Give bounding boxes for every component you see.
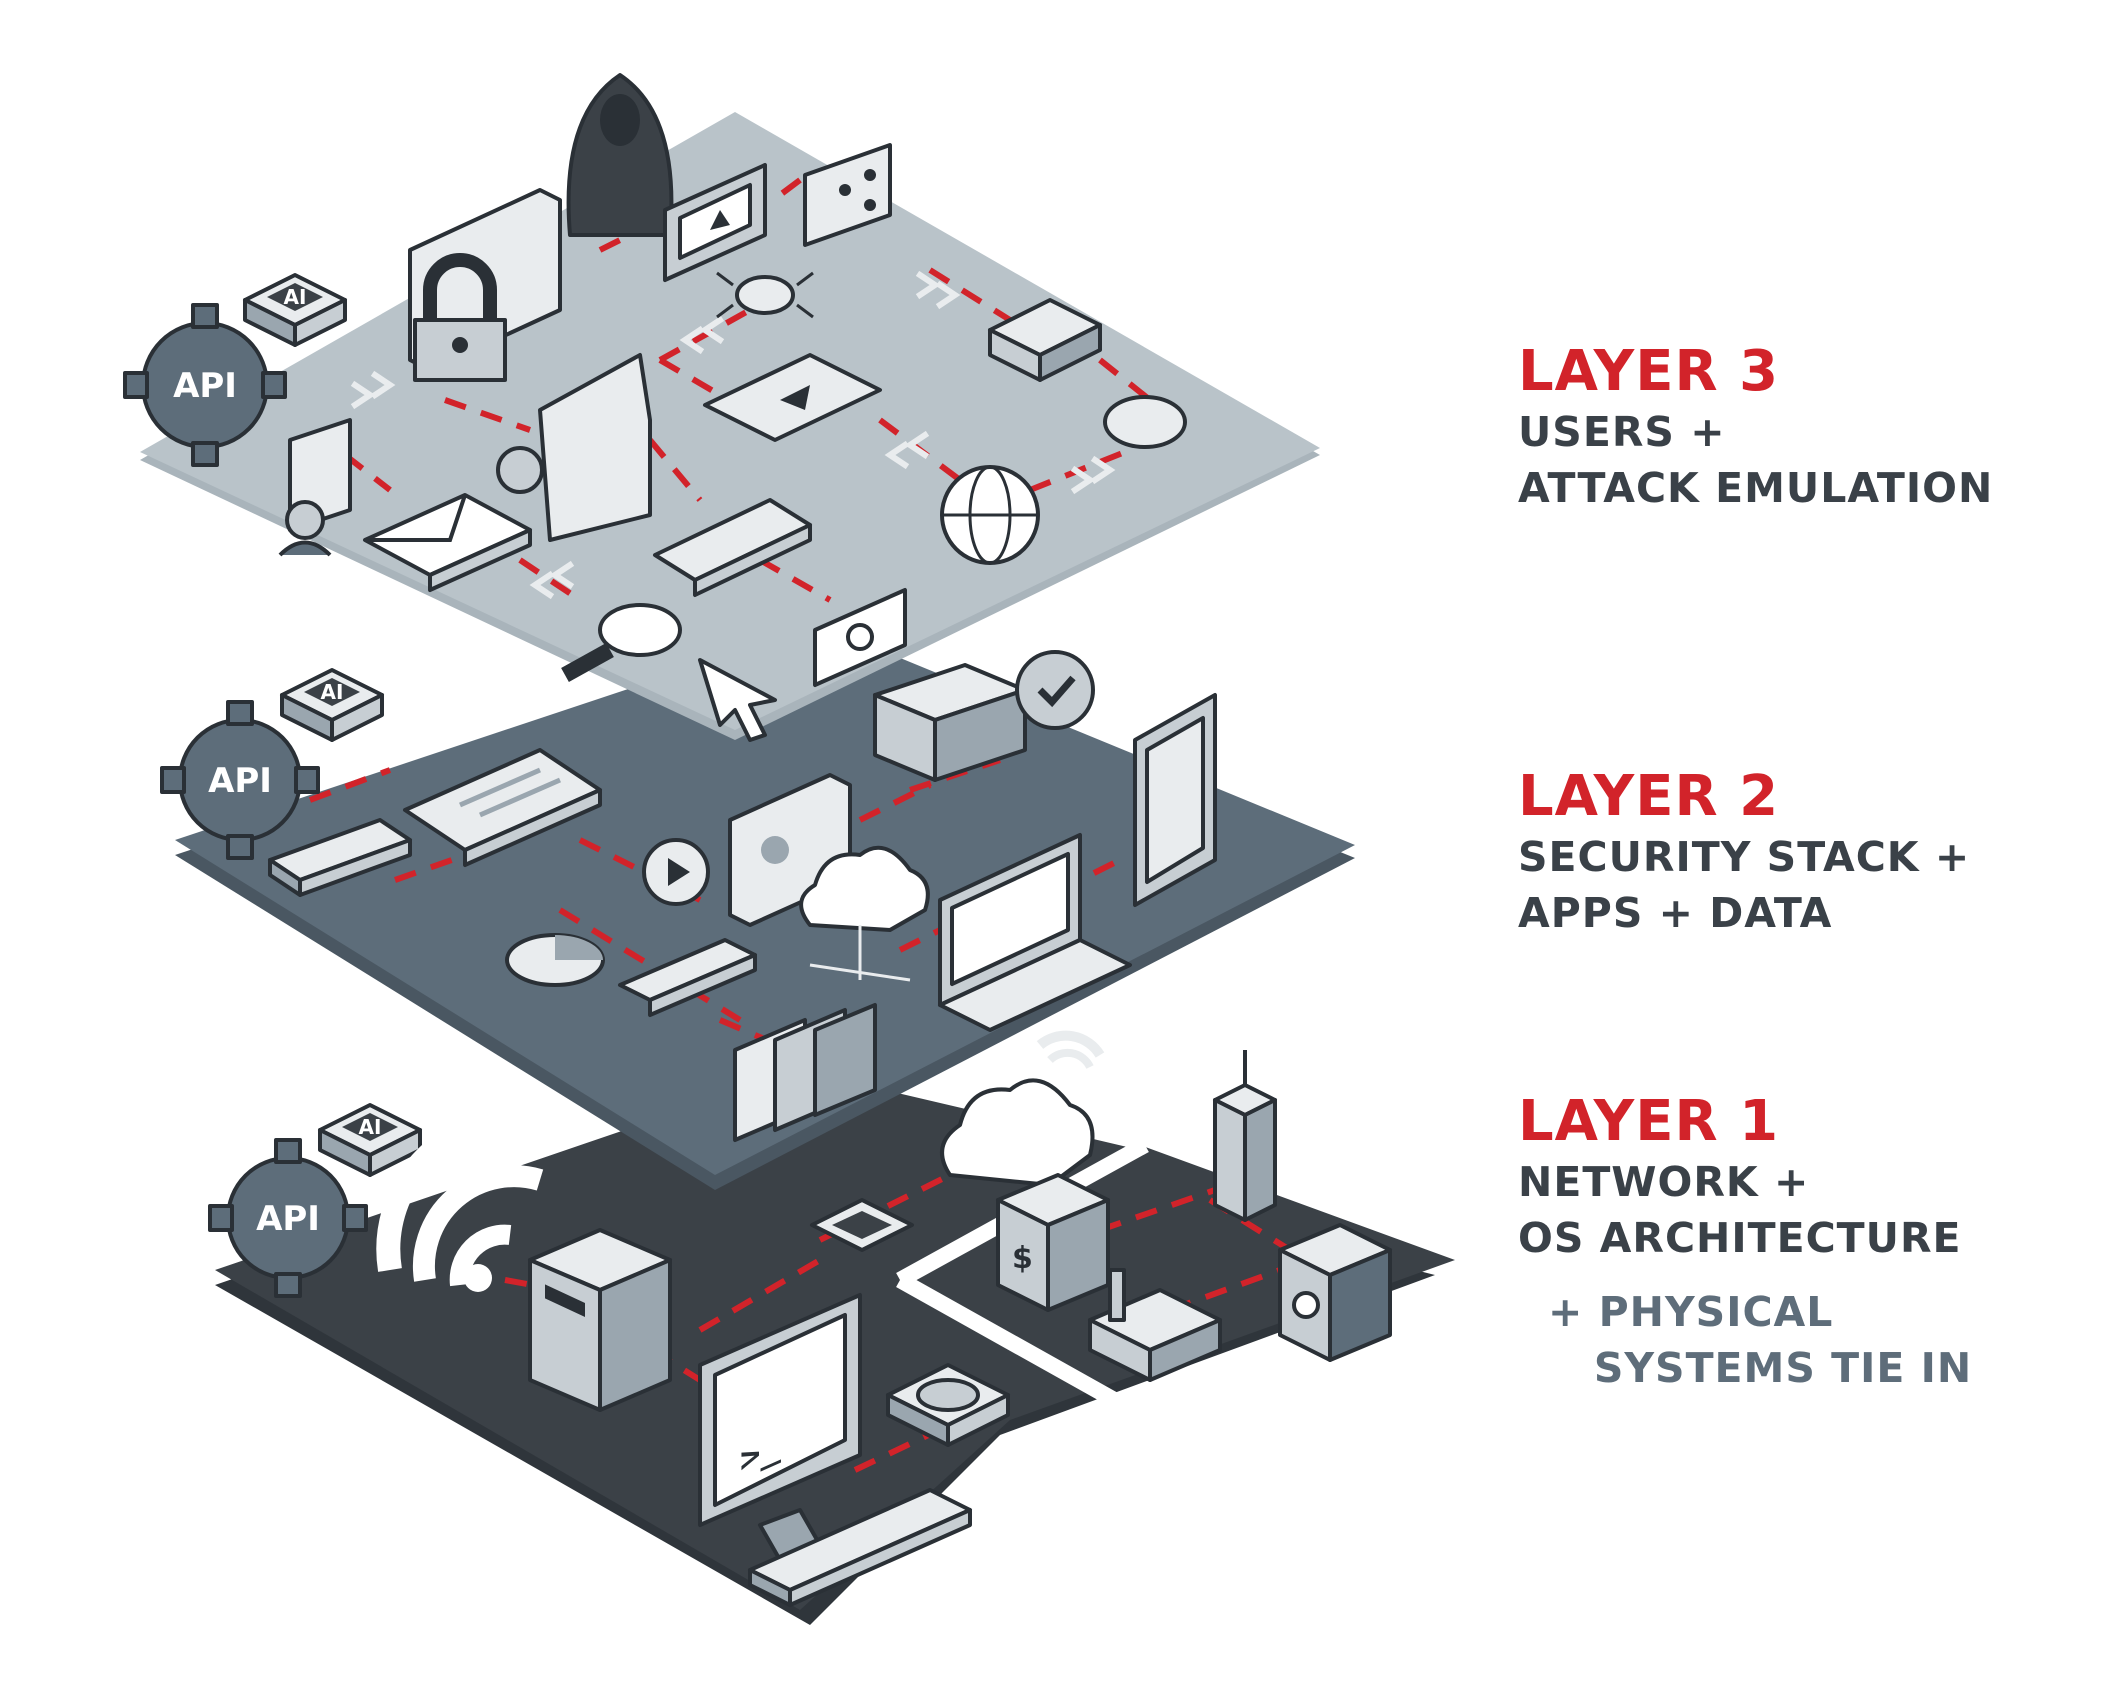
play-button-icon xyxy=(642,838,710,906)
api-gear-label-layer3: API xyxy=(173,366,237,406)
settings-card-icon xyxy=(268,818,412,897)
api-gear-icon-layer2: API xyxy=(160,700,320,860)
ai-chip-icon: AI xyxy=(318,1103,422,1177)
server-box-icon xyxy=(528,1228,672,1412)
ai-chip-icon-layer2: AI xyxy=(280,668,384,742)
printer-icon xyxy=(988,298,1102,382)
safe-icon xyxy=(1278,1223,1392,1362)
layer-3-links xyxy=(343,177,1152,603)
layer-1-extra-line-1: + PHYSICAL xyxy=(1548,1288,1834,1336)
user-search-icon xyxy=(278,500,332,557)
legend-layer-1: LAYER 1 NETWORK + OS ARCHITECTURE + PHYS… xyxy=(1518,1090,1972,1396)
cursor-icon xyxy=(698,658,777,742)
laptop-warning-icon xyxy=(663,163,767,282)
api-gear-label-layer2: API xyxy=(208,761,272,801)
cloud-wifi-icon xyxy=(940,1030,1105,1187)
svg-text:$: $ xyxy=(1012,1241,1033,1276)
wifi-icon xyxy=(376,1107,575,1292)
pie-chart-icon xyxy=(505,933,605,987)
ai-chip-label-layer2: AI xyxy=(321,680,344,704)
api-gear-icon: API xyxy=(208,1138,368,1298)
cpu-chip-icon xyxy=(810,1198,914,1252)
padlock-icon xyxy=(413,253,507,382)
legend-layer-2: LAYER 2 SECURITY STACK + APPS + DATA xyxy=(1518,765,1970,941)
layer-2-line-2: APPS + DATA xyxy=(1518,889,1833,937)
mouse-icon xyxy=(1103,395,1187,449)
magnifier-icon xyxy=(561,603,682,682)
layer-1-title: LAYER 1 xyxy=(1518,1089,1780,1154)
layer-1-extra-line-2: SYSTEMS TIE IN xyxy=(1548,1344,1973,1392)
hard-drive-icon xyxy=(886,1363,1010,1447)
skyscraper-icon xyxy=(1213,1050,1277,1222)
cloud-network-icon xyxy=(799,845,930,982)
api-gear-icon-layer3: API xyxy=(123,303,287,467)
globe-icon xyxy=(940,465,1040,565)
layer-2-title: LAYER 2 xyxy=(1518,764,1780,829)
laptop-chart-icon xyxy=(938,833,1132,1032)
phone-like-icon xyxy=(653,498,812,597)
layer-3-line-2: ATTACK EMULATION xyxy=(1518,464,1994,512)
folder-key-icon xyxy=(496,353,652,542)
ai-chip-label-layer3: AI xyxy=(284,285,307,309)
layer-2-line-1: SECURITY STACK + xyxy=(1518,833,1971,881)
factory-icon xyxy=(1088,1268,1222,1382)
document-icon xyxy=(403,748,602,867)
keyboard-icon xyxy=(748,1488,972,1607)
video-player-icon xyxy=(703,353,882,442)
cash-icon xyxy=(813,588,907,687)
folders-icon xyxy=(733,1003,877,1142)
atm-icon: $ xyxy=(996,1173,1110,1312)
ai-chip-icon-layer3: AI xyxy=(243,273,347,347)
api-gear-label: API xyxy=(256,1199,320,1239)
layer-1-line-1: NETWORK + xyxy=(1518,1158,1810,1206)
hacker-icon xyxy=(566,73,674,237)
flow-chevrons xyxy=(350,270,1116,600)
checkmark-badge-icon xyxy=(1015,650,1095,730)
layer-1-line-2: OS ARCHITECTURE xyxy=(1518,1214,1962,1262)
terminal-window-icon xyxy=(618,938,757,1017)
mobile-list-icon xyxy=(1133,693,1217,907)
layer-3-line-1: USERS + xyxy=(1518,408,1726,456)
legend-layer-3: LAYER 3 USERS + ATTACK EMULATION xyxy=(1518,340,1993,516)
bug-icon xyxy=(716,271,814,319)
share-chat-icon xyxy=(803,143,892,247)
envelope-icon xyxy=(363,493,532,592)
ai-chip-label: AI xyxy=(359,1115,382,1139)
layer-3-title: LAYER 3 xyxy=(1518,339,1780,404)
